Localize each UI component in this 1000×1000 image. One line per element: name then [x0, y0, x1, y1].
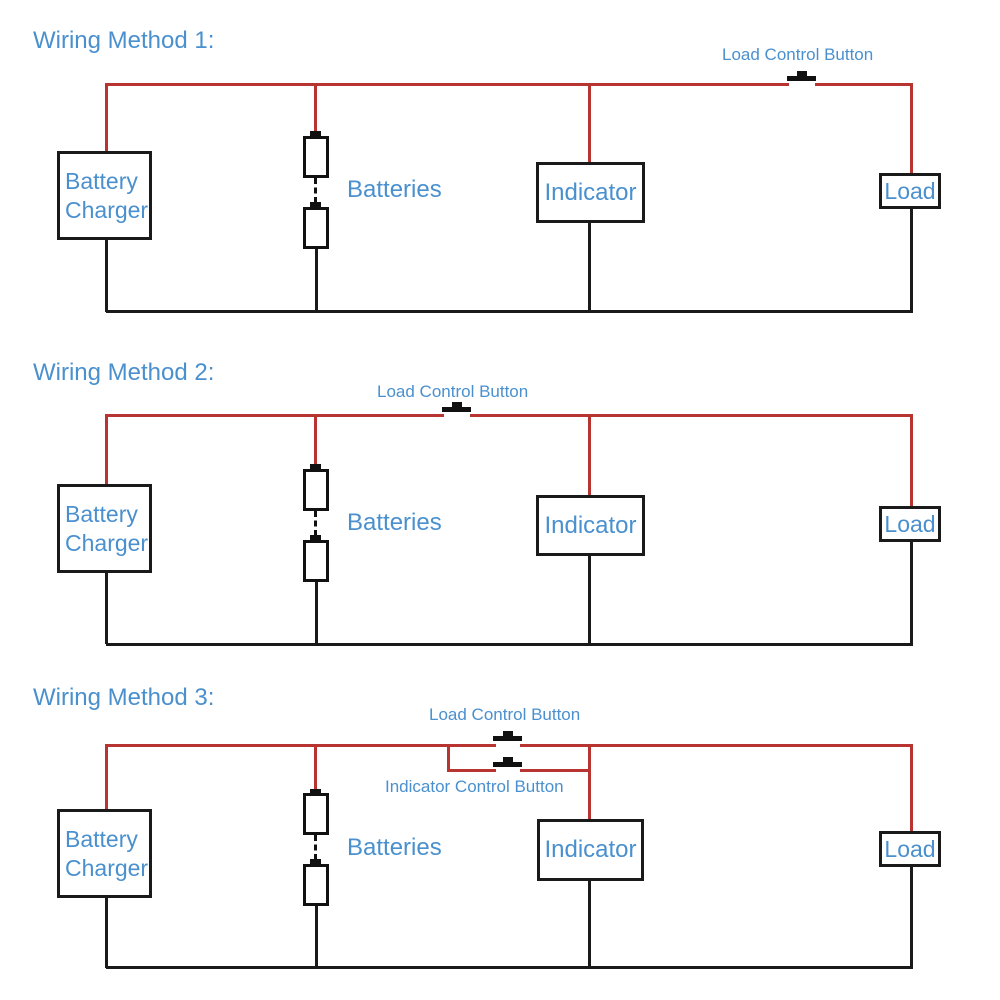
indicator-box: Indicator	[536, 495, 645, 556]
indicator-branch-wire	[447, 744, 450, 772]
batteries-label: Batteries	[347, 834, 442, 861]
positive-wire	[314, 83, 317, 133]
negative-wire	[910, 209, 913, 312]
negative-wire	[910, 542, 913, 644]
battery-charger-label-line2: Charger	[65, 196, 149, 223]
battery-charger-label-line2: Charger	[65, 854, 149, 881]
positive-wire	[910, 744, 913, 833]
battery-series-dashed-link	[314, 511, 317, 536]
battery-terminal	[310, 535, 321, 540]
battery-terminal	[310, 789, 321, 794]
method2-title: Wiring Method 2:	[33, 359, 215, 386]
positive-wire	[105, 744, 108, 809]
battery-cell	[303, 540, 329, 582]
method3-title: Wiring Method 3:	[33, 684, 215, 711]
battery-charger-box: Battery Charger	[57, 809, 152, 898]
negative-wire	[588, 223, 591, 312]
indicator-control-button-label: Indicator Control Button	[385, 777, 564, 796]
indicator-label: Indicator	[544, 178, 637, 206]
positive-wire	[314, 414, 317, 466]
battery-series-dashed-link	[314, 178, 317, 203]
battery-cell	[303, 136, 329, 178]
battery-terminal	[310, 202, 321, 207]
negative-wire	[105, 573, 108, 644]
battery-terminal	[310, 131, 321, 136]
load-box: Load	[879, 173, 941, 209]
negative-wire	[315, 582, 318, 644]
pushbutton-switch-icon	[797, 71, 807, 76]
positive-wire	[106, 414, 444, 417]
positive-wire	[106, 744, 496, 747]
negative-wire	[588, 881, 591, 968]
battery-charger-box: Battery Charger	[57, 151, 152, 240]
pushbutton-switch-icon	[787, 76, 816, 81]
positive-wire	[470, 414, 913, 417]
battery-charger-label-line1: Battery	[65, 167, 138, 194]
indicator-branch-wire	[588, 744, 591, 822]
positive-wire	[910, 414, 913, 508]
battery-charger-label-line1: Battery	[65, 500, 138, 527]
negative-wire	[106, 966, 913, 969]
battery-cell	[303, 793, 329, 835]
battery-terminal	[310, 464, 321, 469]
indicator-box: Indicator	[536, 162, 645, 223]
pushbutton-switch-icon	[452, 402, 462, 407]
indicator-branch-wire	[447, 769, 496, 772]
negative-wire	[315, 906, 318, 968]
indicator-branch-wire	[520, 769, 591, 772]
load-control-button-label: Load Control Button	[377, 382, 529, 401]
method1-title: Wiring Method 1:	[33, 27, 215, 54]
pushbutton-switch-icon	[503, 731, 513, 736]
battery-cell	[303, 469, 329, 511]
positive-wire	[815, 83, 913, 86]
load-box: Load	[879, 506, 941, 542]
positive-wire	[105, 83, 108, 151]
negative-wire	[106, 643, 913, 646]
battery-series-dashed-link	[314, 835, 317, 860]
positive-wire	[588, 83, 591, 163]
pushbutton-switch-icon	[442, 407, 471, 412]
positive-wire	[105, 414, 108, 484]
battery-charger-box: Battery Charger	[57, 484, 152, 573]
battery-cell	[303, 207, 329, 249]
positive-wire	[910, 83, 913, 175]
load-control-button-label: Load Control Button	[722, 45, 874, 64]
load-label: Load	[884, 177, 936, 204]
negative-wire	[105, 240, 108, 312]
load-box: Load	[879, 831, 941, 867]
negative-wire	[315, 249, 318, 312]
negative-wire	[105, 898, 108, 968]
pushbutton-switch-icon	[493, 762, 522, 767]
battery-charger-label-line1: Battery	[65, 825, 138, 852]
pushbutton-switch-icon	[503, 757, 513, 762]
negative-wire	[588, 556, 591, 644]
negative-wire	[910, 867, 913, 968]
batteries-label: Batteries	[347, 509, 442, 536]
negative-wire	[106, 310, 913, 313]
positive-wire	[106, 83, 789, 86]
positive-wire	[588, 414, 591, 496]
positive-wire	[314, 744, 317, 791]
load-label: Load	[884, 510, 936, 537]
battery-cell	[303, 864, 329, 906]
load-label: Load	[884, 835, 936, 862]
indicator-box: Indicator	[537, 819, 644, 881]
battery-terminal	[310, 859, 321, 864]
indicator-label: Indicator	[544, 511, 637, 539]
battery-charger-label-line2: Charger	[65, 529, 149, 556]
indicator-label: Indicator	[544, 836, 637, 863]
positive-wire	[520, 744, 913, 747]
load-control-button-label: Load Control Button	[429, 705, 581, 724]
pushbutton-switch-icon	[493, 736, 522, 741]
batteries-label: Batteries	[347, 176, 442, 203]
